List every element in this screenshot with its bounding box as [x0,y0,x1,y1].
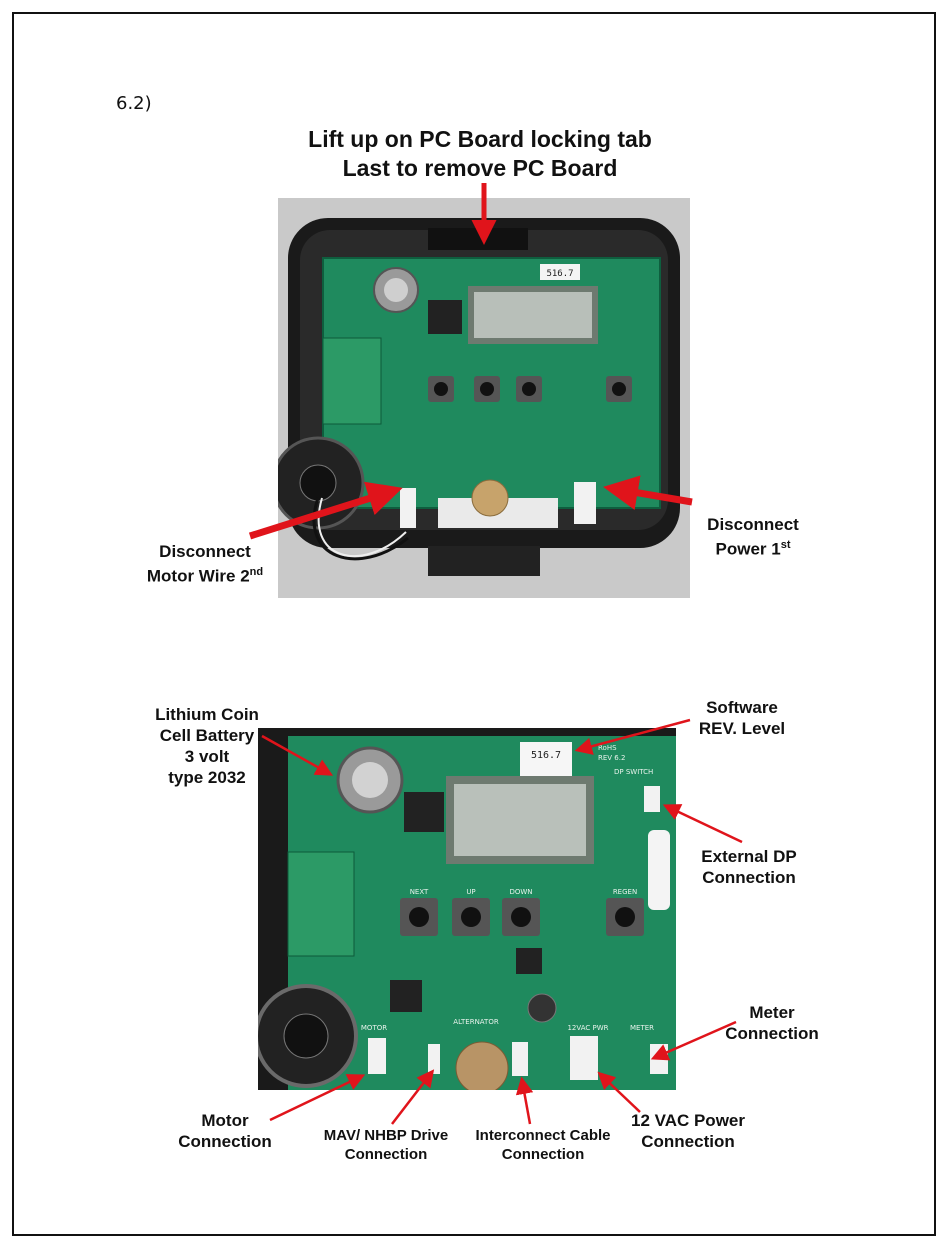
rev-sticker-text: 516.7 [546,269,573,279]
label-meter: Meter Connection [725,1003,819,1043]
alternator-text: ALTERNATOR [453,1018,499,1026]
motor-text: MOTOR [361,1024,387,1032]
label-disconnect-motor: Disconnect Motor Wire 2nd [120,541,290,587]
label-disconnect-power-line1: Disconnect [707,515,799,534]
page-border [12,12,936,1236]
label-disconnect-power-line2: Power 1st [715,539,791,559]
callout-locking-tab-line2: Last to remove PC Board [342,155,618,181]
down-text: DOWN [509,888,532,896]
label-disconnect-motor-line2: Motor Wire 2nd [146,566,264,586]
next-text: NEXT [410,888,429,896]
label-motor-connection: Motor Connection [178,1111,272,1151]
label-interconnect: Interconnect Cable Connection [475,1127,611,1163]
meter-text: METER [630,1024,654,1032]
rev-text: REV 6.2 [598,754,625,762]
dp-switch-text: DP SWITCH [614,768,653,776]
up-text: UP [466,888,475,896]
rev-sticker-text-bottom: 516.7 [531,750,561,761]
label-mav-nhbp: MAV/ NHBP Drive Connection [323,1127,449,1163]
vac-pwr-text: 12VAC PWR [567,1024,608,1032]
label-disconnect-power: Disconnect Power 1st [678,514,828,560]
label-12vac-power: 12 VAC Power Connection [630,1111,745,1151]
label-software-rev: Software REV. Level [698,698,786,738]
label-external-dp: External DP Connection [701,847,797,887]
label-battery: Lithium Coin Cell Battery 3 volt type 20… [155,705,259,787]
rohs-text: RoHS [598,744,617,752]
bottom-board-photo: 516.7 RoHS REV 6.2 DP SWITCH NEXT UP DOW… [258,728,676,1090]
regen-text: REGEN [613,888,637,896]
label-disconnect-motor-line1: Disconnect [159,542,251,561]
callout-locking-tab-line1: Lift up on PC Board locking tab [308,126,652,152]
top-board-photo: 516.7 [278,198,690,598]
step-number: 6.2) [116,93,152,114]
